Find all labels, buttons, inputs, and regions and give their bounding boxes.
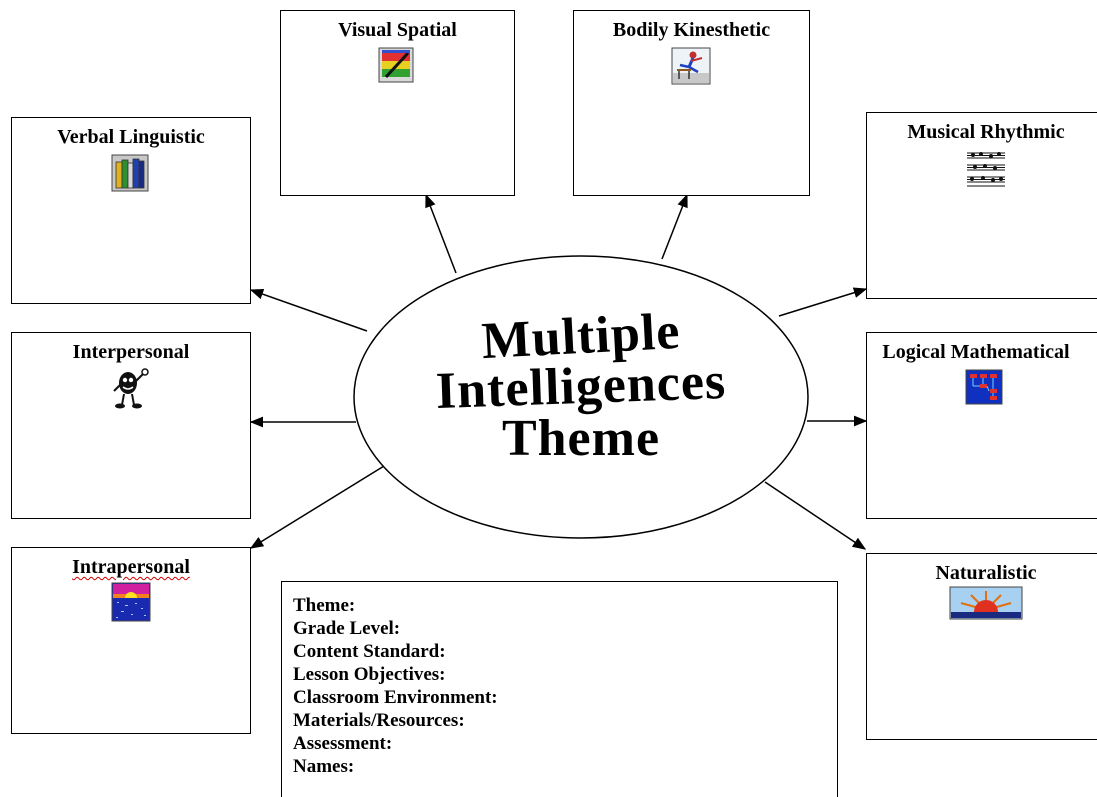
box-title: Bodily Kinesthetic: [612, 19, 771, 41]
box-interpersonal: Interpersonal: [11, 332, 251, 519]
arrow-verbal-linguistic: [249, 288, 368, 332]
box-bodily-kinesthetic: Bodily Kinesthetic: [573, 10, 810, 196]
box-logical-mathematical: Logical Mathematical: [866, 332, 1097, 519]
sheet-music-icon: [967, 152, 1005, 187]
info-line-grade-level: Grade Level:: [293, 618, 401, 639]
info-line-content-standard: Content Standard:: [293, 641, 446, 662]
box-visual-spatial: Visual Spatial: [280, 10, 515, 196]
arrow-naturalistic: [764, 481, 867, 550]
info-line-assessment: Assessment:: [293, 733, 393, 754]
info-line-theme: Theme:: [293, 595, 356, 616]
center-title: Multiple Intelligences Theme: [381, 303, 781, 485]
box-title: Musical Rhythmic: [907, 121, 1065, 143]
box-title: Naturalistic: [935, 562, 1037, 584]
center-title-line3: Theme: [501, 410, 661, 467]
box-title: Intrapersonal: [12, 556, 250, 579]
books-icon: [111, 154, 149, 192]
waving-character-icon: [113, 368, 149, 409]
center-ellipse: [353, 255, 809, 539]
box-title: Logical Mathematical: [882, 341, 1070, 363]
info-line-materials-resources: Materials/Resources:: [293, 710, 465, 731]
arrow-intrapersonal: [249, 465, 385, 549]
lesson-info-box: Theme: Grade Level: Content Standard: Le…: [281, 581, 838, 797]
box-musical-rhythmic: Musical Rhythmic: [866, 112, 1097, 299]
paintbrush-icon: [378, 47, 414, 83]
box-verbal-linguistic: Verbal Linguistic: [11, 117, 251, 304]
lesson-info-list: Theme: Grade Level: Content Standard: Le…: [293, 594, 498, 778]
sunset-water-icon: [111, 582, 151, 622]
flowchart-icon: [965, 369, 1003, 405]
hurdler-icon: [671, 47, 711, 85]
info-line-classroom-environment: Classroom Environment:: [293, 687, 498, 708]
arrow-visual-spatial: [425, 193, 457, 274]
box-intrapersonal: Intrapersonal: [11, 547, 251, 734]
box-title: Interpersonal: [72, 341, 190, 363]
sunrise-icon: [949, 586, 1023, 620]
arrow-musical-rhythmic: [778, 287, 868, 317]
box-title-text: Intrapersonal: [72, 556, 190, 578]
box-title: Visual Spatial: [338, 19, 457, 41]
info-line-lesson-objectives: Lesson Objectives:: [293, 664, 446, 685]
box-title: Verbal Linguistic: [57, 126, 205, 148]
info-line-names: Names:: [293, 756, 355, 777]
arrow-bodily-kinesthetic: [661, 193, 688, 260]
box-naturalistic: Naturalistic: [866, 553, 1097, 740]
